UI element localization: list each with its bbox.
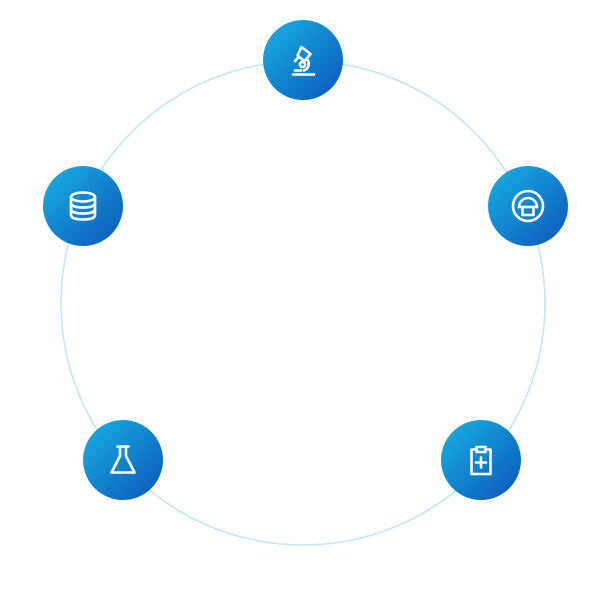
database-icon (69, 191, 97, 221)
node-flask[interactable] (83, 420, 163, 500)
mri-scanner-icon (511, 189, 545, 223)
node-scanner[interactable] (488, 166, 568, 246)
medical-clipboard-icon (470, 445, 492, 476)
node-clipboard[interactable] (441, 420, 521, 500)
node-database[interactable] (43, 166, 123, 246)
node-microscope[interactable] (263, 20, 343, 100)
flask-icon (110, 445, 136, 474)
microscope-icon (291, 45, 316, 76)
